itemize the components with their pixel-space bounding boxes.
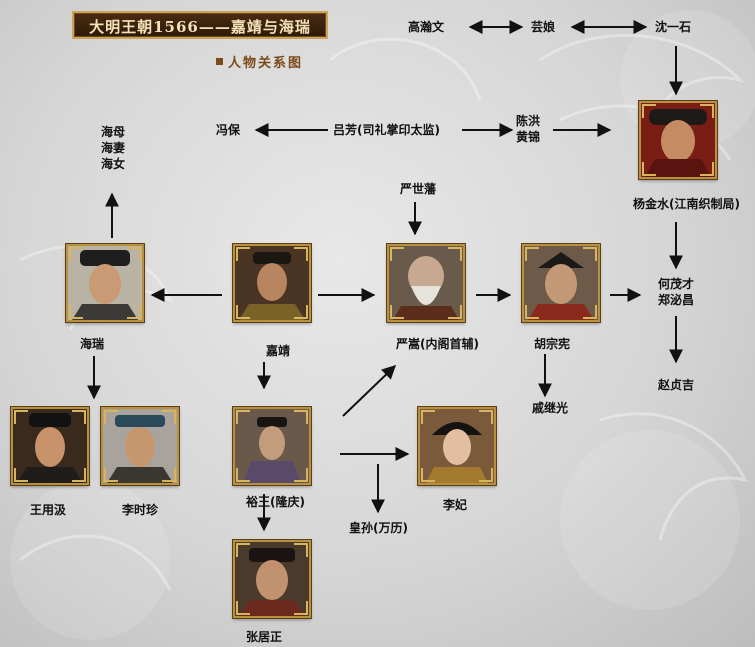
portrait-image [641,103,715,177]
frame-corner-icon [294,468,308,482]
frame-corner-icon [236,305,250,319]
frame-corner-icon [390,305,404,319]
label-shen-yishi: 沈一石 [655,20,692,34]
frame-corner-icon [479,468,493,482]
label-jiajing: 嘉靖 [266,344,291,358]
frame-corner-icon [72,468,86,482]
label-hai-nv: 海女 [101,157,126,171]
portrait-image [68,246,142,320]
portrait-hu-zongxian [522,244,600,322]
label-li-shizhen: 李时珍 [122,503,159,517]
frame-corner-icon [162,468,176,482]
frame-corner-icon [14,410,28,424]
portrait-hai-rui [66,244,144,322]
frame-corner-icon [127,247,141,261]
portrait-li-shizhen [101,407,179,485]
title-banner: 大明王朝1566——嘉靖与海瑞 [72,11,328,39]
portrait-image [235,542,309,616]
label-yun-niang: 芸娘 [531,20,556,34]
portrait-yang-jinshui [639,101,717,179]
frame-corner-icon [236,543,250,557]
frame-corner-icon [162,410,176,424]
bullet-icon [216,58,223,65]
frame-corner-icon [583,305,597,319]
label-zhang-juzheng: 张居正 [246,630,283,644]
frame-corner-icon [700,104,714,118]
label-zheng-bichang: 郑泌昌 [658,293,695,307]
portrait-image [13,409,87,483]
frame-corner-icon [236,410,250,424]
label-hai-mu: 海母 [101,125,126,139]
frame-corner-icon [236,601,250,615]
frame-corner-icon [583,247,597,261]
label-qi-jiguang: 戚继光 [532,401,569,415]
frame-corner-icon [294,410,308,424]
frame-corner-icon [127,305,141,319]
frame-corner-icon [421,468,435,482]
label-li-fei: 李妃 [443,498,468,512]
label-gao-hanwen: 高瀚文 [408,20,445,34]
label-wang-yongji: 王用汲 [30,503,67,517]
frame-corner-icon [448,305,462,319]
page-title: 大明王朝1566——嘉靖与海瑞 [89,18,311,36]
label-hai-rui: 海瑞 [80,337,105,351]
frame-corner-icon [236,468,250,482]
frame-corner-icon [69,247,83,261]
subtitle-text: 人物关系图 [228,56,304,71]
subtitle: 人物关系图 [216,52,303,71]
portrait-yan-song [387,244,465,322]
label-yan-song: 严嵩(内阁首辅) [396,337,479,351]
frame-corner-icon [700,162,714,176]
frame-corner-icon [294,543,308,557]
label-yu-wang: 裕王(隆庆) [246,495,305,509]
frame-corner-icon [294,601,308,615]
frame-corner-icon [525,305,539,319]
portrait-yu-wang [233,407,311,485]
portrait-image [524,246,598,320]
label-yang-jinshui: 杨金水(江南织制局) [633,197,740,211]
portrait-zhang-juzheng [233,540,311,618]
portrait-image [235,246,309,320]
frame-corner-icon [642,162,656,176]
label-huang-sun: 皇孙(万历) [349,521,408,535]
label-lv-fang: 吕芳(司礼掌印太监) [333,123,440,137]
frame-corner-icon [104,468,118,482]
portrait-image [103,409,177,483]
frame-corner-icon [525,247,539,261]
portrait-li-fei [418,407,496,485]
frame-corner-icon [14,468,28,482]
portrait-wang-yongji [11,407,89,485]
label-zhao-zhenji: 赵贞吉 [658,378,695,392]
label-yan-shifan: 严世藩 [400,182,437,196]
label-chen-hong: 陈洪 [516,114,541,128]
label-feng-bao: 冯保 [216,123,241,137]
frame-corner-icon [390,247,404,261]
label-hai-qi: 海妻 [101,141,126,155]
frame-corner-icon [448,247,462,261]
frame-corner-icon [236,247,250,261]
label-he-zheng: 何茂才 郑泌昌 [658,276,694,308]
portrait-image [420,409,494,483]
frame-corner-icon [104,410,118,424]
frame-corner-icon [294,247,308,261]
frame-corner-icon [421,410,435,424]
label-he-maocai: 何茂才 [658,277,695,291]
label-chen-huang: 陈洪 黄锦 [516,113,540,145]
frame-corner-icon [642,104,656,118]
frame-corner-icon [294,305,308,319]
arrow-yuwang-yansong [342,365,397,417]
frame-corner-icon [72,410,86,424]
portrait-image [389,246,463,320]
portrait-image [235,409,309,483]
frame-corner-icon [69,305,83,319]
label-hai-family: 海母 海妻 海女 [101,124,125,172]
label-hu-zongxian: 胡宗宪 [534,337,571,351]
label-huang-jin: 黄锦 [516,130,541,144]
frame-corner-icon [479,410,493,424]
portrait-jiajing [233,244,311,322]
